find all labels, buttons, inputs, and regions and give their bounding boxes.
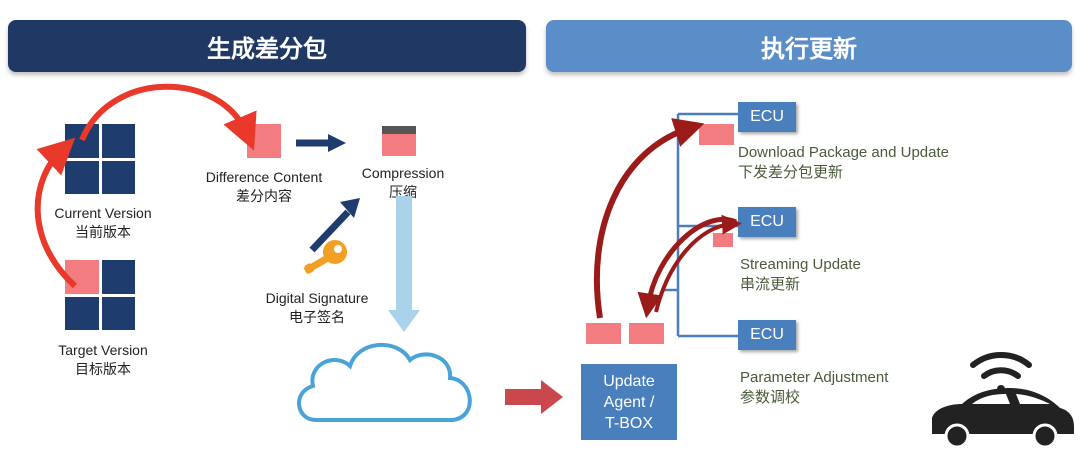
agent-package-square-2	[629, 323, 664, 344]
ecu-bus-lines	[664, 112, 738, 338]
ecu-1-package-square	[699, 124, 734, 145]
header-generate-diff: 生成差分包	[8, 20, 526, 72]
target-version-label: Target Version 目标版本	[58, 342, 148, 377]
current-version-icon	[65, 124, 135, 194]
dark-red-arrow-to-ecu1	[593, 118, 705, 319]
ecu-3-description: Parameter Adjustment 参数调校	[740, 369, 889, 406]
digital-signature-label: Digital Signature 电子签名	[265, 290, 369, 325]
agent-package-square-1	[586, 323, 621, 344]
ecu-box-2: ECU	[738, 207, 796, 237]
ecu-1-description: Download Package and Update 下发差分包更新	[738, 144, 949, 181]
car-icon	[932, 388, 1074, 449]
difference-content-label: Difference Content 差分内容	[205, 169, 323, 204]
compression-icon	[382, 126, 416, 156]
update-agent-box: Update Agent / T-BOX	[581, 364, 677, 440]
ota-server-label: OTA SERVER 服务器	[332, 384, 428, 420]
ecu-2-description: Streaming Update 串流更新	[740, 256, 861, 293]
navy-arrow-to-compression	[296, 134, 346, 152]
key-icon	[303, 240, 347, 274]
ecu-box-3: ECU	[738, 320, 796, 350]
wifi-icon	[970, 352, 1032, 393]
difference-content-icon	[247, 124, 281, 158]
target-version-icon	[65, 260, 135, 330]
compression-label: Compression 压缩	[361, 165, 445, 200]
ecu-2-package-square	[713, 233, 733, 247]
light-blue-arrow-down	[388, 196, 420, 332]
ecu-box-1: ECU	[738, 102, 796, 132]
header-execute-update: 执行更新	[546, 20, 1072, 72]
current-version-label: Current Version 当前版本	[54, 205, 152, 240]
server-to-agent-arrow	[505, 380, 563, 414]
